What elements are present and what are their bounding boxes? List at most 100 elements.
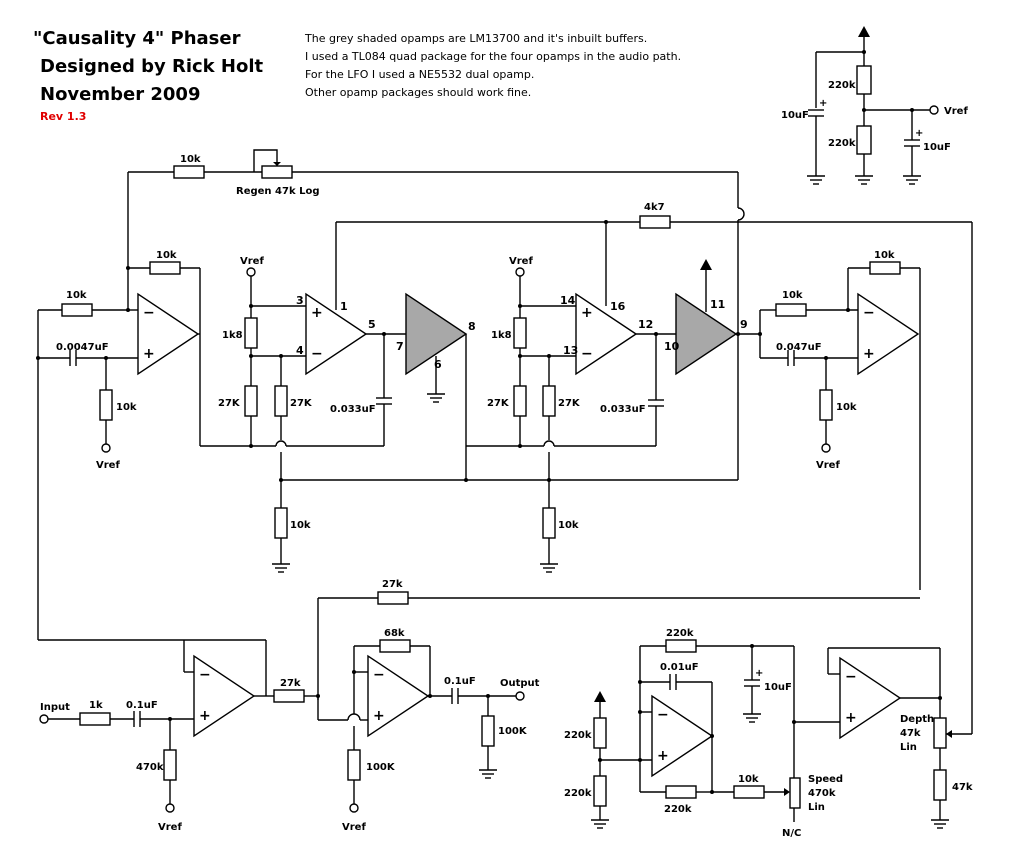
ota2-cap-label: 0.033uF — [600, 404, 646, 415]
pin-5: 5 — [368, 318, 376, 331]
speed-value-label: 470k — [808, 788, 836, 799]
depth-value-label: 47k — [900, 728, 921, 739]
nc-label: N/C — [782, 828, 801, 839]
supply-c1-label: 10uF — [781, 110, 809, 121]
svg-text:−: − — [863, 305, 875, 321]
stage2-gnd-resistor-label: 10k — [836, 402, 857, 413]
pin-4: 4 — [296, 344, 304, 357]
speed-lin-label: Lin — [808, 802, 825, 813]
supply-resistor-top — [856, 65, 872, 95]
title-line-1: "Causality 4" Phaser — [33, 28, 241, 49]
stage2-input-label: 10k — [782, 290, 803, 301]
pin-6: 6 — [434, 358, 442, 371]
title-line-3: November 2009 — [40, 84, 200, 105]
lfo-bottom-resistor-label: 220k — [664, 804, 692, 815]
sum-68k-label: 68k — [384, 628, 405, 639]
depth-label: Depth — [900, 714, 934, 725]
depth-pot — [933, 717, 947, 749]
input-vref-label: Vref — [158, 822, 182, 833]
pin-12: 12 — [638, 318, 653, 331]
ota1 — [305, 292, 368, 376]
svg-text:−: − — [373, 667, 385, 683]
pin-16: 16 — [610, 300, 626, 313]
svg-text:+: + — [199, 708, 211, 724]
lfo-divider-1-label: 220k — [564, 730, 592, 741]
note-line-1: The grey shaded opamps are LM13700 and i… — [304, 32, 647, 45]
regen-path — [127, 149, 745, 480]
supply-r2-label: 220k — [828, 138, 856, 149]
ota1-27k-2-label: 27K — [290, 398, 313, 409]
title-line-2: Designed by Rick Holt — [40, 56, 264, 77]
input-1k-label: 1k — [89, 700, 103, 711]
svg-text:−: − — [845, 669, 857, 685]
note-line-2: I used a TL084 quad package for the four… — [305, 50, 681, 63]
lfo-cap-label: 0.01uF — [660, 662, 699, 673]
stage2-cap-label: 0.047uF — [776, 342, 822, 353]
depth-47k-label: 47k — [952, 782, 973, 793]
vref-terminal — [929, 105, 939, 115]
sum-100k-label: 100K — [366, 762, 396, 773]
supply-vref-label: Vref — [944, 106, 968, 117]
pin-7: 7 — [396, 340, 404, 353]
r-4k7-label: 4k7 — [644, 202, 665, 213]
pin-1: 1 — [340, 300, 348, 313]
svg-text:+: + — [373, 708, 385, 724]
note-line-4: Other opamp packages should work fine. — [305, 86, 531, 99]
ota1-cap-label: 0.033uF — [330, 404, 376, 415]
ota2 — [575, 292, 638, 376]
regen-pot — [261, 165, 293, 179]
mix-27k-label: 27k — [382, 579, 403, 590]
svg-text:+: + — [657, 748, 669, 764]
ota2-27k-1-label: 27K — [487, 398, 510, 409]
stage1-cap-label: 0.0047uF — [56, 342, 109, 353]
svg-text:+: + — [845, 710, 857, 726]
lfo-10k-label: 10k — [738, 774, 759, 785]
r-4k7 — [604, 215, 671, 306]
svg-text:+: + — [915, 128, 923, 139]
pin-11: 11 — [710, 298, 725, 311]
lfo-supply-cap-label: 10uF — [764, 682, 792, 693]
input-cap-label: 0.1uF — [126, 700, 158, 711]
summing-stage: − + — [266, 639, 525, 813]
mix-return — [317, 591, 920, 700]
ota2-vref-label: Vref — [509, 256, 533, 267]
lfo-section: − + + − + — [590, 639, 972, 829]
supply-resistor-bottom — [856, 125, 872, 155]
stage1-feedback-label: 10k — [156, 250, 177, 261]
ota2-27k-2-label: 27K — [558, 398, 581, 409]
ota1-section: + − — [244, 221, 738, 573]
svg-text:+: + — [581, 305, 593, 321]
ota1-27k-1-label: 27K — [218, 398, 241, 409]
regen-pot-label: Regen 47k Log — [236, 186, 319, 197]
ota2-1k8-label: 1k8 — [491, 330, 512, 341]
depth-lin-label: Lin — [900, 742, 917, 753]
svg-text:+: + — [143, 346, 155, 362]
input-label: Input — [40, 702, 70, 713]
sum-27k-label: 27k — [280, 678, 301, 689]
supply-r1-label: 220k — [828, 80, 856, 91]
pin-3: 3 — [296, 294, 304, 307]
ota2-buffer — [675, 292, 738, 376]
ota1-1k8-label: 1k8 — [222, 330, 243, 341]
input-470k-label: 470k — [136, 762, 164, 773]
output-cap-label: 0.1uF — [444, 676, 476, 687]
pin-8: 8 — [468, 320, 476, 333]
output-100k-label: 100K — [498, 726, 528, 737]
ota1-vref-label: Vref — [240, 256, 264, 267]
regen-resistor-label: 10k — [180, 154, 201, 165]
svg-text:+: + — [863, 346, 875, 362]
ota1-10k-label: 10k — [290, 520, 311, 531]
pin-13: 13 — [563, 344, 578, 357]
svg-text:−: − — [657, 707, 669, 723]
stage2-vref-label: Vref — [816, 460, 840, 471]
pin-14: 14 — [560, 294, 576, 307]
lfo-divider-2-label: 220k — [564, 788, 592, 799]
svg-text:−: − — [143, 305, 155, 321]
ota1-buffer — [405, 292, 468, 376]
stage1-opamp: − + — [36, 261, 276, 640]
speed-pot — [789, 777, 801, 809]
svg-text:−: − — [311, 346, 323, 362]
supply-c2-label: 10uF — [923, 142, 951, 153]
pin-9: 9 — [740, 318, 748, 331]
